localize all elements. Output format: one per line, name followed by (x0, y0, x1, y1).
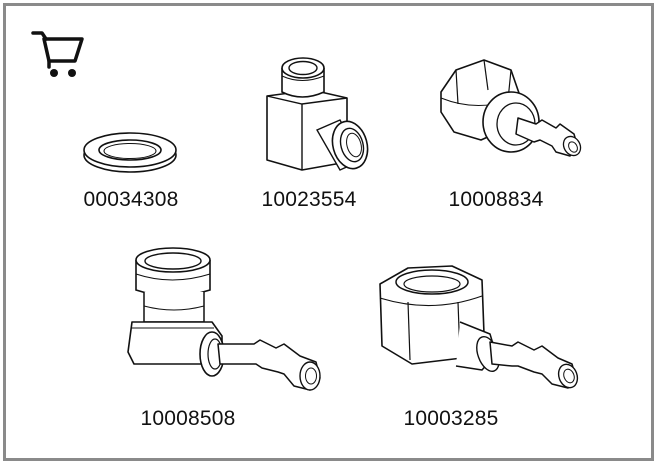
part-image-hex-elbow-barb (379, 265, 579, 389)
parts-diagram-frame (3, 3, 654, 461)
part-image-washer (83, 132, 177, 173)
part-number-label: 10023554 (261, 188, 357, 211)
part-image-elbow-barb (127, 247, 321, 391)
part-number-label: 10003285 (403, 407, 499, 430)
part-image-hex-nut-barb (440, 59, 582, 157)
part-image-elbow-block (266, 57, 369, 171)
part-number-label: 10008508 (140, 407, 236, 430)
part-number-label: 00034308 (83, 188, 179, 211)
part-number-label: 10008834 (448, 188, 544, 211)
shopping-cart-icon[interactable] (30, 25, 86, 81)
